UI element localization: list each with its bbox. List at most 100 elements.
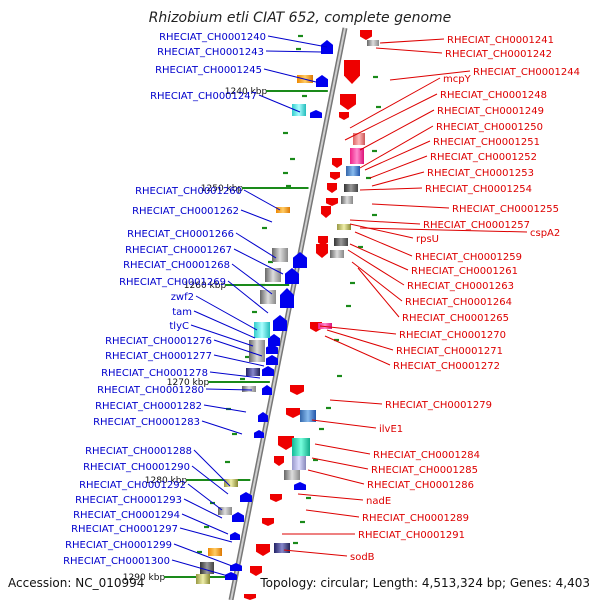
label-leader (359, 109, 435, 151)
forward-gene-label[interactable]: tam (172, 307, 192, 318)
forward-gene-label[interactable]: RHECIAT_CH0001293 (75, 495, 182, 506)
forward-gene-label[interactable]: RHECIAT_CH0001247 (150, 91, 257, 102)
reverse-gene-arrow (340, 94, 356, 110)
forward-gene-label[interactable]: RHECIAT_CH0001277 (105, 351, 212, 362)
reverse-gene-label[interactable]: RHECIAT_CH0001284 (373, 450, 480, 461)
forward-gene-label[interactable]: RHECIAT_CH0001300 (63, 556, 170, 567)
reverse-gene-label[interactable]: RHECIAT_CH0001257 (423, 220, 530, 231)
reverse-gene-label[interactable]: RHECIAT_CH0001264 (405, 297, 512, 308)
forward-gene-label[interactable]: RHECIAT_CH0001280 (97, 385, 204, 396)
reverse-gene-label[interactable]: RHECIAT_CH0001261 (411, 266, 518, 277)
label-leader (191, 465, 229, 495)
reverse-gene-label[interactable]: RHECIAT_CH0001270 (399, 330, 506, 341)
label-leader (364, 140, 431, 171)
forward-gene-label[interactable]: RHECIAT_CH0001290 (83, 462, 190, 473)
forward-gene-arrow (294, 482, 306, 490)
label-leader (371, 203, 450, 209)
forward-gene-arrow (230, 532, 240, 540)
forward-gene-arrow (240, 492, 252, 502)
forward-gene-label[interactable]: RHECIAT_CH0001266 (127, 229, 234, 240)
forward-gene-label[interactable]: tlyC (169, 321, 189, 332)
reverse-gene-label[interactable]: RHECIAT_CH0001255 (452, 204, 559, 215)
scale-mark-label: 1290 kbp (123, 573, 166, 583)
reverse-gene-label[interactable]: RHECIAT_CH0001244 (473, 67, 580, 78)
gene-block (292, 104, 306, 116)
forward-gene-label[interactable]: zwf2 (171, 292, 194, 303)
reverse-gene-label[interactable]: RHECIAT_CH0001291 (358, 530, 465, 541)
forward-gene-label[interactable]: RHECIAT_CH0001268 (123, 260, 230, 271)
label-leader (267, 35, 328, 48)
reverse-gene-label[interactable]: RHECIAT_CH0001285 (371, 465, 478, 476)
forward-gene-label[interactable]: RHECIAT_CH0001240 (159, 32, 266, 43)
reverse-gene-label[interactable]: RHECIAT_CH0001289 (362, 513, 469, 524)
forward-gene-arrow (273, 315, 287, 331)
forward-gene-label[interactable]: RHECIAT_CH0001269 (119, 277, 226, 288)
label-leader (359, 227, 528, 233)
label-leader (203, 404, 247, 413)
forward-gene-label[interactable]: RHECIAT_CH0001276 (105, 336, 212, 347)
reverse-gene-label[interactable]: rpsU (416, 234, 439, 245)
forward-gene-arrow (262, 366, 274, 376)
label-leader (324, 335, 391, 366)
label-leader (329, 399, 383, 405)
reverse-gene-label[interactable]: RHECIAT_CH0001251 (433, 137, 540, 148)
forward-gene-arrow (280, 288, 294, 308)
gene-block (272, 248, 288, 262)
reverse-gene-label[interactable]: RHECIAT_CH0001265 (402, 313, 509, 324)
scale-mark-label: 1240 kbp (225, 87, 268, 97)
forward-gene-label[interactable]: RHECIAT_CH0001243 (157, 47, 264, 58)
forward-gene-label[interactable]: RHECIAT_CH0001245 (155, 65, 262, 76)
reverse-gene-label[interactable]: sodB (350, 552, 375, 563)
gene-block (330, 250, 344, 258)
reverse-gene-label[interactable]: cspA2 (530, 228, 560, 239)
label-leader (243, 189, 281, 211)
reverse-gene-label[interactable]: RHECIAT_CH0001241 (447, 35, 554, 46)
reverse-gene-label[interactable]: mcpY (443, 74, 472, 85)
reverse-gene-arrow (286, 408, 300, 418)
reverse-gene-label[interactable]: RHECIAT_CH0001250 (436, 122, 543, 133)
reverse-gene-arrow (274, 456, 284, 466)
reverse-gene-label[interactable]: RHECIAT_CH0001242 (445, 49, 552, 60)
label-leader (183, 498, 223, 519)
label-leader (213, 339, 263, 357)
forward-gene-label[interactable]: RHECIAT_CH0001282 (95, 401, 202, 412)
forward-gene-label[interactable]: RHECIAT_CH0001292 (79, 480, 186, 491)
reverse-gene-label[interactable]: RHECIAT_CH0001271 (396, 346, 503, 357)
gene-block (334, 238, 348, 246)
forward-gene-label[interactable]: RHECIAT_CH0001260 (135, 186, 242, 197)
reverse-gene-label[interactable]: ilvE1 (379, 424, 403, 435)
label-leader (349, 77, 441, 129)
label-leader (173, 543, 233, 567)
forward-gene-label[interactable]: RHECIAT_CH0001278 (101, 368, 208, 379)
forward-gene-label[interactable]: RHECIAT_CH0001267 (125, 245, 232, 256)
accession-text: Accession: NC_010994 (8, 576, 144, 590)
gene-block (196, 574, 210, 584)
label-leader (193, 449, 231, 487)
reverse-gene-label[interactable]: RHECIAT_CH0001252 (430, 152, 537, 163)
forward-gene-label[interactable]: RHECIAT_CH0001299 (65, 540, 172, 551)
gene-block (254, 322, 270, 338)
label-leader (195, 295, 258, 331)
label-leader (297, 493, 364, 501)
reverse-gene-label[interactable]: RHECIAT_CH0001259 (415, 252, 522, 263)
forward-gene-label[interactable]: RHECIAT_CH0001288 (85, 446, 192, 457)
forward-gene-label[interactable]: RHECIAT_CH0001297 (71, 524, 178, 535)
reverse-gene-label[interactable]: RHECIAT_CH0001279 (385, 400, 492, 411)
reverse-gene-label[interactable]: RHECIAT_CH0001286 (367, 480, 474, 491)
forward-gene-label[interactable]: RHECIAT_CH0001283 (93, 417, 200, 428)
reverse-gene-arrow (360, 30, 372, 40)
scale-mark-label: 1250 kbp (201, 184, 244, 194)
reverse-gene-label[interactable]: RHECIAT_CH0001253 (427, 168, 534, 179)
label-leader (319, 325, 397, 335)
reverse-gene-label[interactable]: RHECIAT_CH0001272 (393, 361, 500, 372)
reverse-gene-label[interactable]: RHECIAT_CH0001263 (407, 281, 514, 292)
forward-gene-label[interactable]: RHECIAT_CH0001294 (73, 510, 180, 521)
reverse-gene-label[interactable]: RHECIAT_CH0001249 (437, 106, 544, 117)
reverse-gene-label[interactable]: nadE (366, 496, 391, 507)
reverse-gene-label[interactable]: RHECIAT_CH0001254 (425, 184, 532, 195)
reverse-gene-arrow (244, 594, 256, 600)
forward-gene-label[interactable]: RHECIAT_CH0001262 (132, 206, 239, 217)
reverse-gene-label[interactable]: RHECIAT_CH0001248 (440, 90, 547, 101)
